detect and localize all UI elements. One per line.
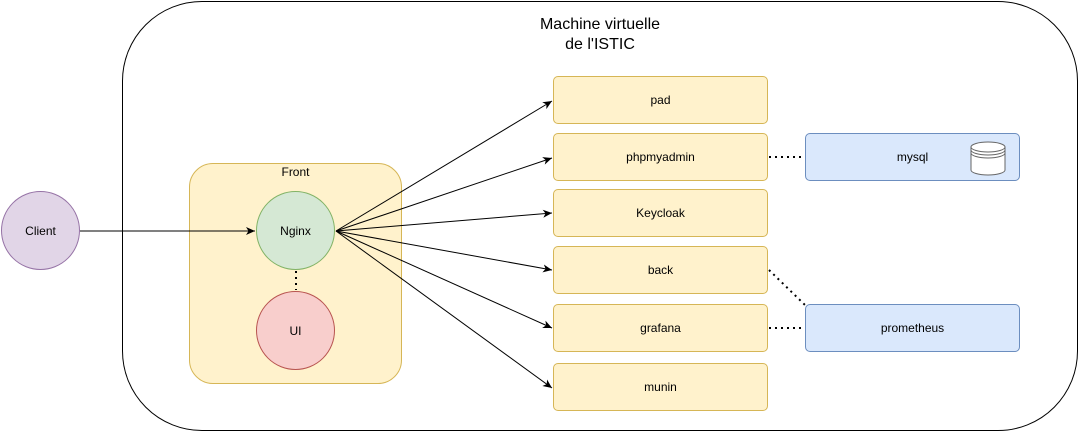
service-pad-label: pad <box>650 93 671 107</box>
vm-title-line2: de l'ISTIC <box>565 36 635 53</box>
nginx-to-munin-arrow <box>335 230 553 389</box>
nginx-node: Nginx <box>256 191 335 270</box>
service-pad: pad <box>553 76 768 124</box>
service-keycloak-label: Keycloak <box>636 206 685 220</box>
back-prometheus-link <box>768 269 806 306</box>
front-label: Front <box>281 165 310 179</box>
client-node: Client <box>1 191 80 270</box>
service-phpmyadmin-label: phpmyadmin <box>626 150 695 164</box>
service-munin: munin <box>553 363 768 411</box>
service-keycloak: Keycloak <box>553 189 768 237</box>
service-back-label: back <box>647 263 674 277</box>
nginx-to-keycloak-arrow <box>335 209 553 232</box>
service-munin-label: munin <box>644 380 677 394</box>
prometheus-box: prometheus <box>805 304 1020 352</box>
client-label: Client <box>25 223 56 238</box>
nginx-to-phpmyadmin-arrow <box>335 157 553 232</box>
database-icon <box>970 141 1006 176</box>
service-phpmyadmin: phpmyadmin <box>553 133 768 181</box>
prometheus-label: prometheus <box>880 321 945 335</box>
nginx-label: Nginx <box>280 223 311 238</box>
vm-title-line1: Machine virtuelle <box>539 16 661 33</box>
ui-label: UI <box>289 323 302 338</box>
nginx-to-grafana-arrow <box>335 230 553 329</box>
virtual-machine-title: Machine virtuelle de l'ISTIC <box>520 15 680 55</box>
service-grafana: grafana <box>553 304 768 352</box>
service-back: back <box>553 246 768 294</box>
nginx-to-back-arrow <box>335 230 553 273</box>
ui-node: UI <box>256 291 335 370</box>
service-grafana-label: grafana <box>640 321 681 335</box>
mysql-label: mysql <box>896 150 929 164</box>
nginx-to-pad-arrow <box>335 100 553 232</box>
